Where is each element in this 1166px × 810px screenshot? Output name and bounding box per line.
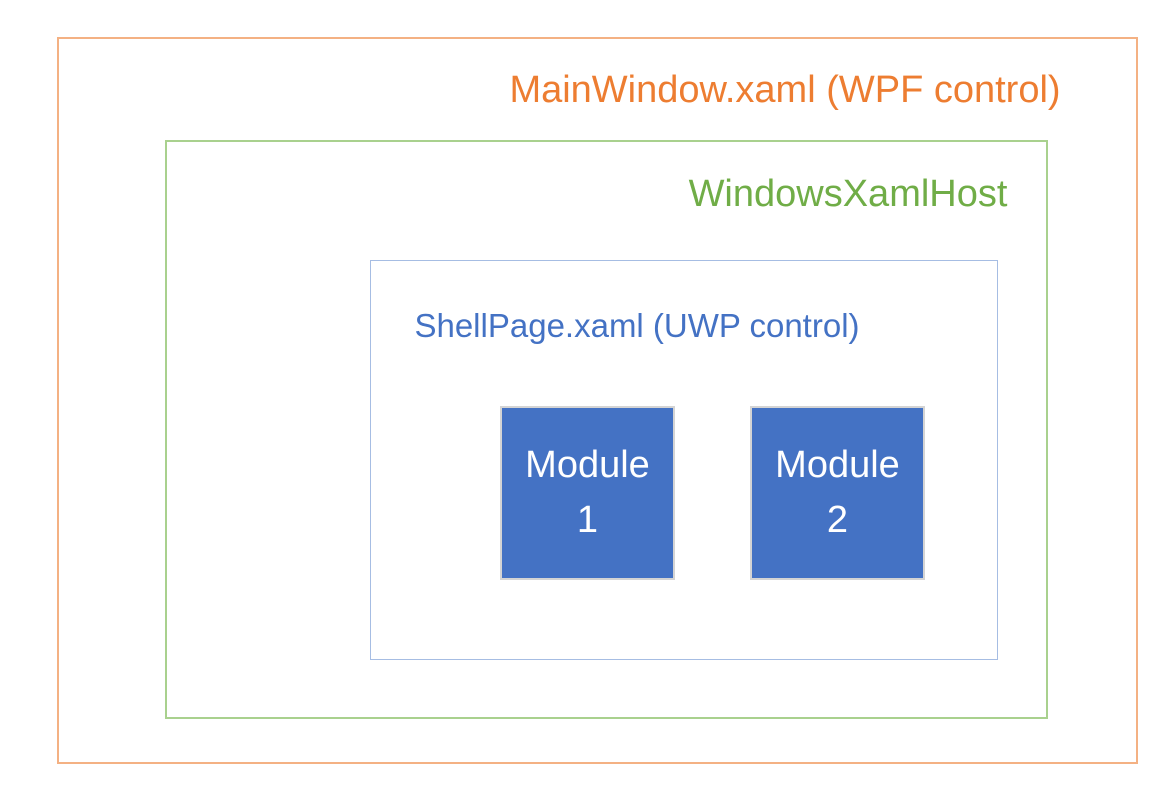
module-2-name: Module (775, 443, 900, 486)
shellpage-box (370, 260, 998, 660)
module-1-number: 1 (576, 499, 599, 541)
mainwindow-box (57, 37, 1138, 764)
windowsxamlhost-label: WindowsXamlHost (688, 173, 1008, 215)
module-2-number: 2 (826, 499, 849, 541)
module-1-name: Module (525, 443, 650, 486)
mainwindow-label: MainWindow.xaml (WPF control) (509, 69, 1061, 111)
module-1-box: Module 1 (500, 406, 675, 580)
module-2-box: Module 2 (750, 406, 925, 580)
windowsxamlhost-box (165, 140, 1048, 719)
shellpage-label: ShellPage.xaml (UWP control) (414, 307, 860, 344)
